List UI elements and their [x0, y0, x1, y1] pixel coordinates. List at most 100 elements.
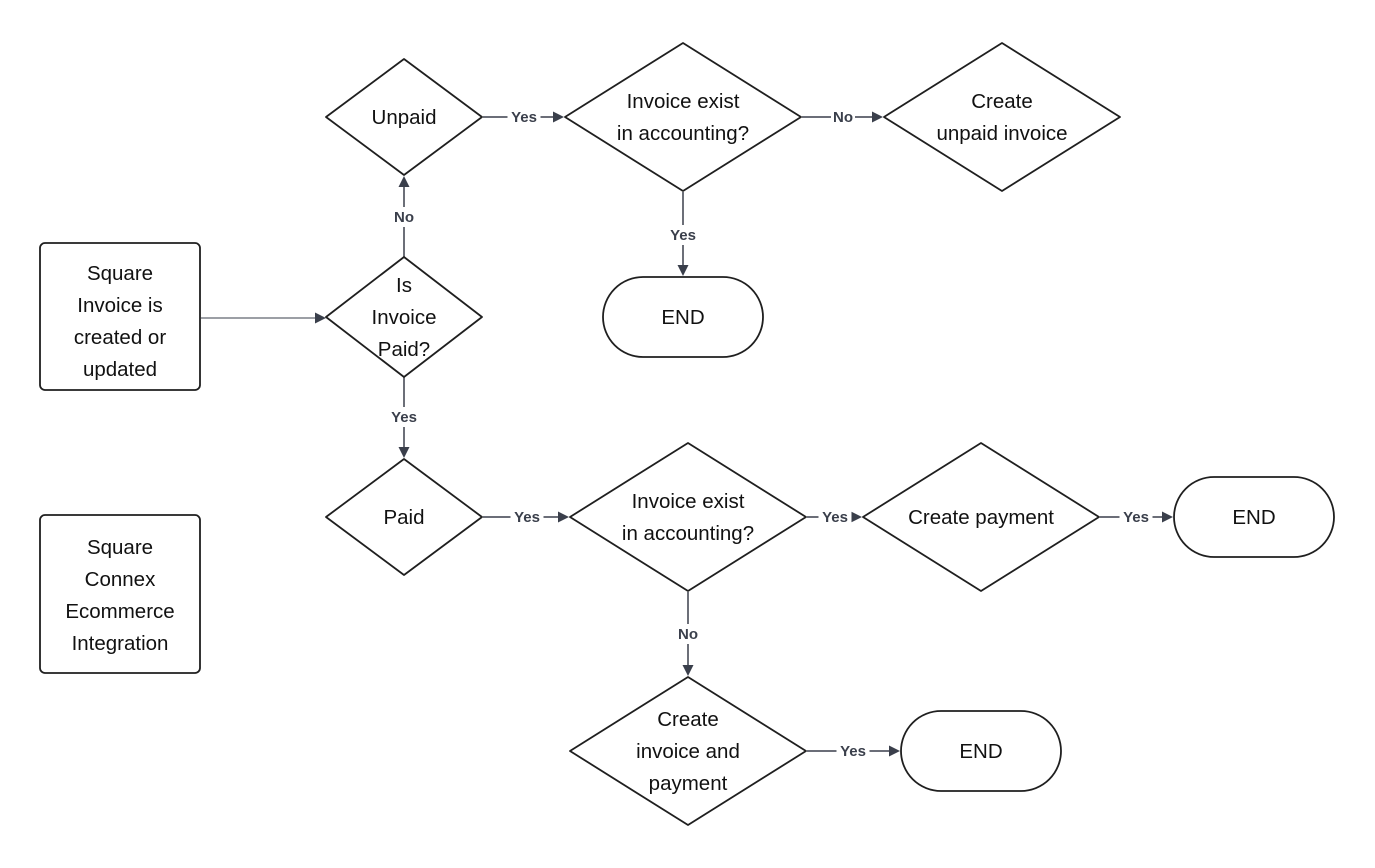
- edge-label-background: [392, 207, 416, 227]
- decision-diamond: [883, 42, 1121, 192]
- edge-exist-top-to-end-top: Yes: [666, 192, 700, 276]
- node-label-line: Invoice exist: [627, 90, 740, 113]
- edge-label-background: [507, 107, 541, 127]
- node-label-line: invoice and: [636, 740, 740, 763]
- node-label: Paid: [383, 506, 424, 529]
- node-label-line: Connex: [85, 568, 156, 591]
- edge-exist-bottom-to-create-inv-pay: No: [676, 592, 700, 676]
- edge-trigger-to-is-paid: [201, 312, 326, 324]
- edge-exist-top-to-create-unpaid: No: [802, 107, 883, 127]
- node-label-line: Paid: [383, 506, 424, 529]
- decision-diamond: [569, 676, 807, 826]
- edge-paid-to-exist-bottom: Yes: [483, 507, 569, 527]
- node-paid: Paid: [325, 458, 483, 576]
- node-label-line: in accounting?: [622, 522, 754, 545]
- arrowhead-icon: [558, 511, 569, 523]
- node-label-line: Invoice: [372, 306, 437, 329]
- arrowhead-icon: [1162, 511, 1173, 523]
- node-label-line: unpaid invoice: [936, 122, 1067, 145]
- node-end-inv-pay: END: [900, 710, 1062, 792]
- process-box: [39, 514, 201, 674]
- arrowhead-icon: [889, 745, 900, 757]
- edge-exist-bottom-to-create-payment: Yes: [807, 507, 862, 527]
- node-end-payment: END: [1173, 476, 1335, 558]
- edge-create-inv-pay-to-end: Yes: [807, 741, 900, 761]
- edge-label-background: [1119, 507, 1153, 527]
- decision-diamond: [569, 442, 807, 592]
- node-label-line: Square: [87, 262, 153, 285]
- node-create-payment: Create payment: [862, 442, 1100, 592]
- node-label-line: Square: [87, 536, 153, 559]
- edge-unpaid-to-exist-top: Yes: [483, 107, 564, 127]
- edge-label: Yes: [391, 409, 417, 426]
- node-label-line: created or: [74, 326, 166, 349]
- node-label-line: END: [661, 306, 704, 329]
- node-label-line: Create: [657, 708, 719, 731]
- node-label: END: [661, 306, 704, 329]
- edge-label-background: [676, 624, 700, 644]
- edge-label: Yes: [514, 509, 540, 526]
- terminator-shape: [602, 276, 764, 358]
- edge-is-paid-to-unpaid: No: [392, 176, 416, 257]
- node-label-line: Create: [971, 90, 1033, 113]
- edge-label-background: [510, 507, 544, 527]
- arrowhead-icon: [872, 111, 883, 123]
- node-label: Create unpaid invoice: [936, 90, 1067, 145]
- arrowhead-icon: [851, 511, 862, 523]
- edge-label-background: [818, 507, 852, 527]
- edge-label: No: [833, 109, 853, 126]
- decision-diamond: [325, 256, 483, 378]
- edge-is-paid-to-paid: Yes: [387, 377, 421, 458]
- node-exist-top: Invoice exist in accounting?: [564, 42, 802, 192]
- edge-label: Yes: [1123, 509, 1149, 526]
- edge-label: Yes: [822, 509, 848, 526]
- terminator-shape: [1173, 476, 1335, 558]
- node-label-line: Paid?: [378, 338, 430, 361]
- node-label-line: END: [959, 740, 1002, 763]
- edge-label: Yes: [670, 227, 696, 244]
- decision-diamond: [564, 42, 802, 192]
- node-end-top: END: [602, 276, 764, 358]
- edge-label-background: [387, 407, 421, 427]
- node-label: Invoice exist in accounting?: [622, 490, 754, 545]
- node-label-line: Ecommerce: [65, 600, 174, 623]
- node-label-line: in accounting?: [617, 122, 749, 145]
- node-label: Unpaid: [372, 106, 437, 129]
- arrowhead-icon: [398, 176, 410, 187]
- edge-label-background: [836, 741, 870, 761]
- node-unpaid: Unpaid: [325, 58, 483, 176]
- decision-diamond: [862, 442, 1100, 592]
- node-label-line: Invoice is: [77, 294, 162, 317]
- node-label-line: Is: [396, 274, 412, 297]
- node-label-line: Invoice exist: [632, 490, 745, 513]
- edge-create-payment-to-end: Yes: [1100, 507, 1173, 527]
- node-label: Create payment: [908, 506, 1054, 529]
- terminator-shape: [900, 710, 1062, 792]
- node-label: END: [1232, 506, 1275, 529]
- node-label: Invoice exist in accounting?: [617, 90, 749, 145]
- edge-label-background: [831, 107, 855, 127]
- edge-label: Yes: [840, 743, 866, 760]
- arrowhead-icon: [677, 265, 689, 276]
- node-label-line: END: [1232, 506, 1275, 529]
- edge-label: No: [678, 626, 698, 643]
- edge-label-background: [666, 225, 700, 245]
- node-label-line: updated: [83, 358, 157, 381]
- arrowhead-icon: [398, 447, 410, 458]
- decision-diamond: [325, 58, 483, 176]
- node-exist-bottom: Invoice exist in accounting?: [569, 442, 807, 592]
- arrowhead-icon: [553, 111, 564, 123]
- node-label-line: Unpaid: [372, 106, 437, 129]
- arrowhead-icon: [315, 312, 326, 324]
- node-label-line: Create payment: [908, 506, 1054, 529]
